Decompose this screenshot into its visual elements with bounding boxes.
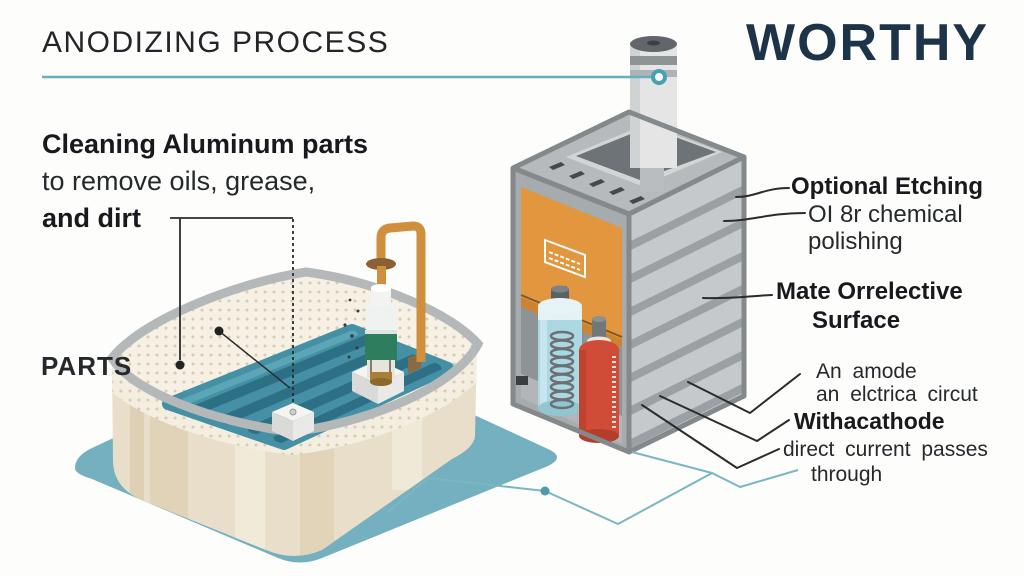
callout-leaders	[641, 187, 806, 469]
wire-node-dot	[540, 486, 550, 496]
machine-right-stripes	[629, 185, 744, 449]
anodizing-machine-illustration	[510, 36, 747, 455]
blue-coil-cylinder	[538, 285, 582, 416]
cleaning-bracket	[170, 217, 294, 404]
connector-lines	[42, 69, 806, 525]
cleaning-note-line2: to remove oils, grease,	[42, 166, 316, 196]
cleaning-tank-illustration	[75, 221, 557, 563]
parts-label: PARTS	[41, 351, 133, 381]
callout-anode-circuit: An amode an elctrica circut	[816, 360, 978, 406]
callout-chemical-polishing: OI 8r chemical polishing	[808, 201, 963, 255]
cleaning-note: Cleaning Aluminum parts to remove oils, …	[42, 126, 368, 237]
callout-cathode: Withacathode	[794, 408, 945, 434]
crane-arm-icon	[366, 221, 426, 362]
callout-optional-etching: Optional Etching	[791, 173, 983, 200]
cleaning-note-line1: Cleaning Aluminum parts	[42, 129, 369, 159]
anode-block-left	[272, 403, 314, 441]
brand-logo: WORTHY	[746, 14, 990, 72]
page-title: ANODIZING PROCESS	[42, 26, 390, 59]
red-cylinder	[579, 316, 619, 443]
dipped-part-bottle	[365, 284, 397, 386]
machine-vent-slots	[549, 162, 645, 204]
panel-label-plate	[544, 238, 586, 279]
callout-matte-surface: Mate Orrelective Surface	[776, 278, 963, 334]
tank-rim	[106, 267, 484, 437]
cleaning-note-line3: and dirt	[42, 203, 141, 233]
chimney-marker-dot	[651, 69, 667, 85]
machine-frame	[510, 109, 747, 455]
callout-direct-current: direct current passes through	[783, 438, 988, 486]
bubble-dots	[343, 298, 360, 359]
current-wire	[387, 451, 799, 525]
